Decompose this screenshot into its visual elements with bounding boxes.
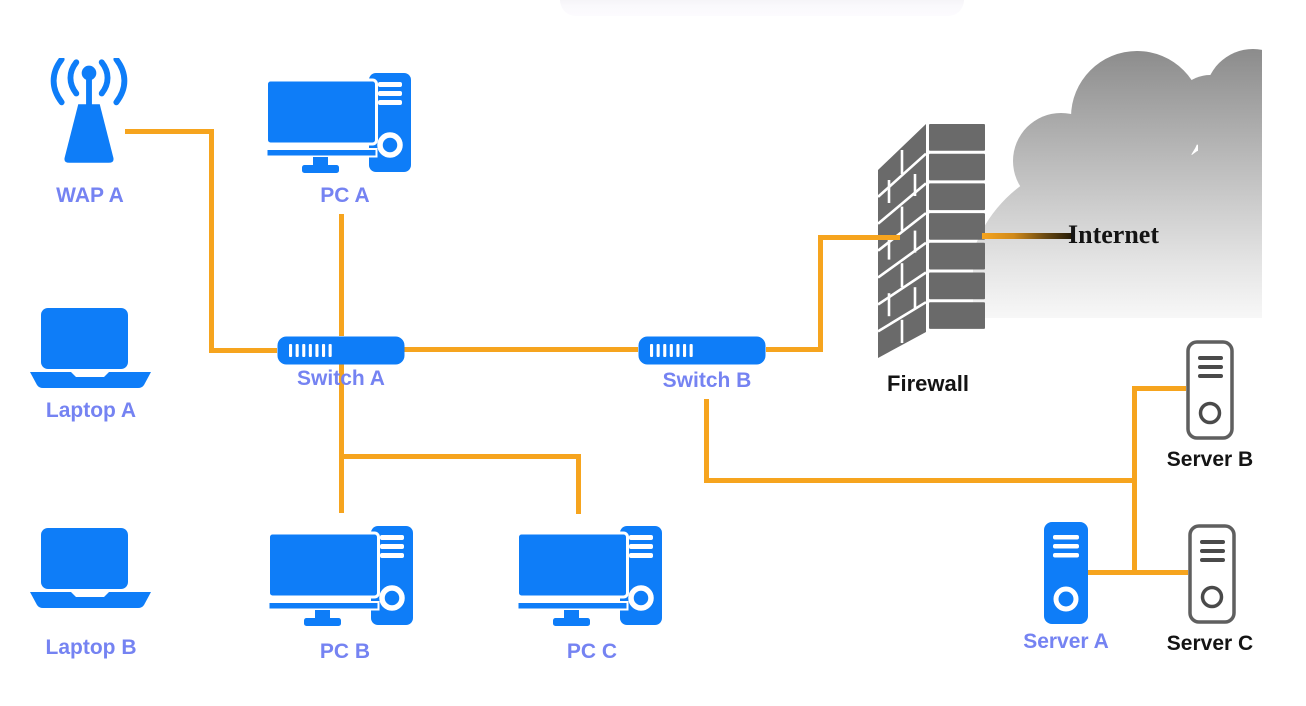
node-label-pc-a: PC A [320, 184, 370, 207]
wire-trunk-to-server-b [1132, 386, 1186, 391]
wire-switch-b-to-servers-h [704, 478, 1137, 483]
server-c-icon[interactable] [1188, 523, 1236, 625]
pc-c-icon[interactable] [516, 522, 666, 627]
node-label-switch-b: Switch B [662, 369, 752, 392]
wire-branch-to-pc-c [576, 454, 581, 514]
server-b-icon[interactable] [1186, 340, 1234, 440]
node-label-wap-a: WAP A [56, 184, 124, 207]
node-label-firewall: Firewall [887, 371, 969, 396]
node-label-laptop-b: Laptop B [45, 636, 137, 659]
wire-firewall-to-internet [982, 233, 1072, 239]
wire-server-trunk [1132, 386, 1137, 575]
pc-b-icon[interactable] [267, 522, 417, 627]
node-label-pc-b: PC B [319, 640, 371, 663]
node-label-switch-a: Switch A [297, 367, 385, 390]
node-label-server-c: Server C [1166, 632, 1254, 655]
wire-switch-b-to-firewall-h2 [818, 235, 900, 240]
firewall-icon[interactable] [866, 108, 988, 370]
node-label-server-b: Server B [1166, 448, 1254, 471]
node-label-server-a: Server A [1023, 630, 1109, 653]
node-label-internet: Internet [1068, 220, 1159, 249]
node-label-pc-c: PC C [566, 640, 618, 663]
toolbar-remnant [560, 0, 964, 16]
wire-switch-b-to-firewall-h1 [766, 347, 823, 352]
pc-a-icon[interactable] [265, 69, 415, 174]
laptop-a-icon[interactable] [28, 308, 153, 388]
server-a-icon[interactable] [1043, 521, 1089, 625]
wireless-access-point-icon[interactable] [48, 58, 130, 170]
wire-wap-a-to-switch-a-h1 [125, 129, 214, 134]
wire-wap-a-to-switch-a-h2 [209, 348, 277, 353]
wire-wap-a-to-switch-a-v [209, 129, 214, 353]
wire-pc-a-to-switch-a [339, 214, 344, 336]
wire-switch-b-to-servers-v [704, 399, 709, 483]
switch-b-icon[interactable] [638, 336, 766, 365]
wire-switch-a-to-switch-b [404, 347, 638, 352]
wire-switch-b-to-firewall-v [818, 235, 823, 352]
wire-server-a-to-server-c [1088, 570, 1188, 575]
wire-switch-a-to-pc-b [339, 364, 344, 513]
switch-a-icon[interactable] [277, 336, 405, 365]
laptop-b-icon[interactable] [28, 528, 153, 608]
node-label-laptop-a: Laptop A [45, 399, 137, 422]
wire-branch-pc-b-pc-c [339, 454, 581, 459]
internet-cloud-icon[interactable] [973, 25, 1263, 320]
